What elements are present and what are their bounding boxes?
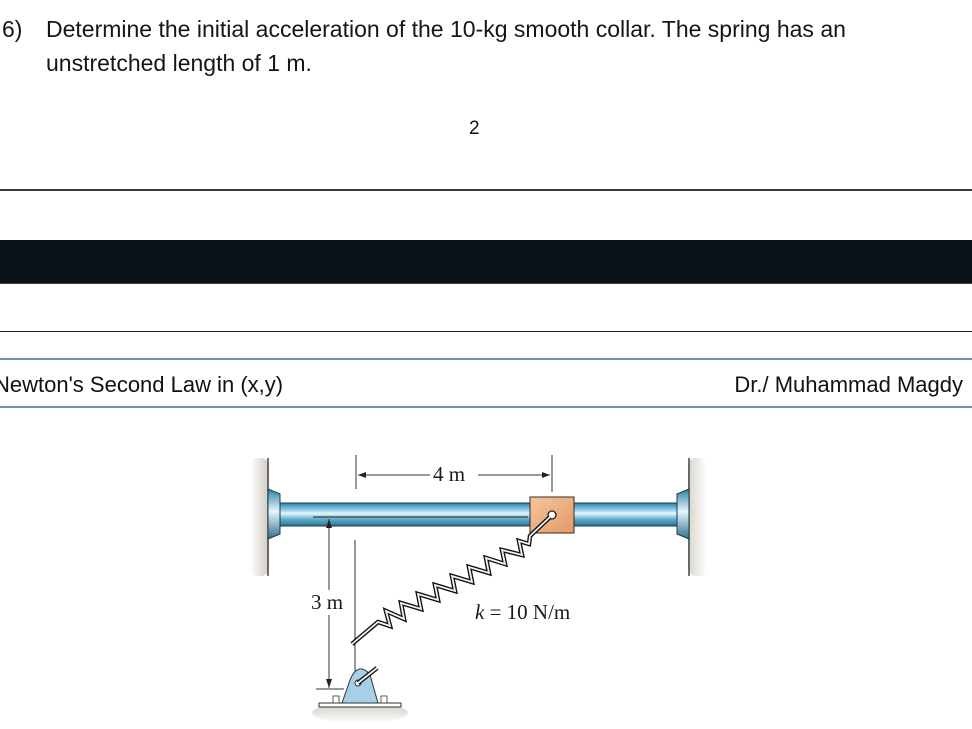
page-bottom-rule: [0, 189, 972, 191]
page-header: Newton's Second Law in (x,y) Dr./ Muhamm…: [0, 358, 972, 408]
collar-spring-diagram: 4 m 3 m k = 10 N/m: [240, 440, 720, 729]
diagram-graphic: [250, 455, 707, 723]
page-separator-band: [0, 240, 972, 284]
pin-support: [312, 666, 408, 723]
spring: [350, 515, 552, 646]
left-wall: [250, 458, 269, 576]
problem-number: 6): [2, 16, 23, 42]
page-top-rule: [0, 331, 972, 332]
spring-constant-label: k = 10 N/m: [473, 600, 573, 625]
spring-constant-variable: k: [475, 600, 485, 624]
dimension-4m-label: 4 m: [431, 462, 468, 487]
dimension-3m-label: 3 m: [309, 590, 346, 615]
header-author: Dr./ Muhammad Magdy: [734, 372, 963, 397]
problem-text: Determine the initial acceleration of th…: [46, 16, 846, 76]
right-wall: [688, 458, 707, 576]
spring-constant-value: = 10 N/m: [484, 600, 571, 624]
header-title: Newton's Second Law in (x,y): [0, 372, 284, 397]
page-number: 2: [469, 118, 480, 139]
